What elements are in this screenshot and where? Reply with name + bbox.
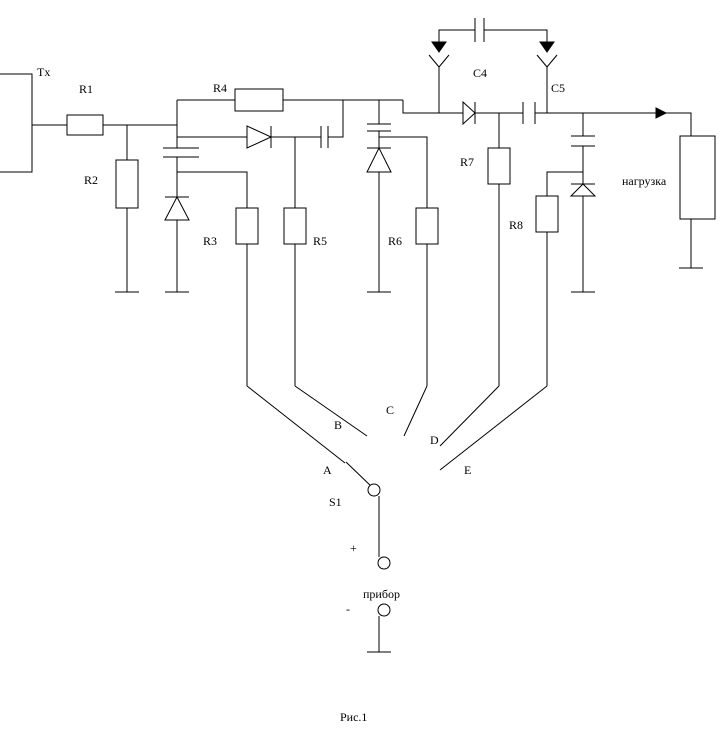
output-arrow-icon	[655, 107, 668, 119]
label-pos-c: C	[386, 403, 394, 417]
resistor-r6	[379, 136, 439, 437]
label-r3: R3	[203, 234, 217, 248]
diode-3	[366, 146, 392, 293]
label-tx: Tx	[37, 65, 50, 79]
resistor-r2	[115, 125, 139, 293]
resistor-r5	[283, 137, 368, 437]
antenna-1-icon	[428, 54, 450, 113]
capacitor-2	[320, 100, 344, 148]
label-r2: R2	[84, 173, 98, 187]
label-r4: R4	[213, 81, 227, 95]
label-c4: C4	[473, 66, 487, 80]
diode-2	[164, 195, 190, 293]
figure-caption: Рис.1	[340, 710, 367, 724]
label-r7: R7	[460, 155, 474, 169]
label-plus: +	[350, 541, 357, 555]
label-r1: R1	[79, 82, 93, 96]
resistor-r1	[66, 114, 104, 136]
label-load: нагрузка	[622, 174, 667, 188]
label-r5: R5	[313, 234, 327, 248]
label-pos-a: A	[323, 463, 332, 477]
antenna-2-icon	[536, 54, 558, 113]
transmitter	[0, 73, 67, 173]
resistor-r3	[177, 171, 346, 464]
top-capacitor	[431, 18, 555, 53]
resistor-r4	[177, 88, 403, 112]
capacitor-c5	[522, 102, 660, 124]
label-pos-e: E	[464, 463, 471, 477]
label-meter: прибор	[363, 587, 400, 601]
label-c5: C5	[551, 81, 565, 95]
diode-1	[177, 125, 321, 149]
label-r6: R6	[388, 234, 402, 248]
meter	[367, 603, 391, 653]
label-minus: -	[346, 602, 350, 616]
resistor-r8	[439, 171, 583, 471]
label-r8: R8	[509, 218, 523, 232]
resistor-r7	[439, 113, 511, 447]
capacitor-6	[571, 113, 595, 184]
label-pos-b: B	[334, 418, 342, 432]
capacitor-3	[367, 100, 391, 148]
capacitor-1	[163, 147, 199, 197]
main-line-2	[402, 100, 463, 114]
diode-5	[569, 183, 597, 293]
label-pos-d: D	[430, 433, 439, 447]
label-switch: S1	[329, 495, 342, 509]
switch-s1	[345, 461, 391, 570]
diode-4	[462, 100, 523, 126]
load	[666, 112, 716, 269]
